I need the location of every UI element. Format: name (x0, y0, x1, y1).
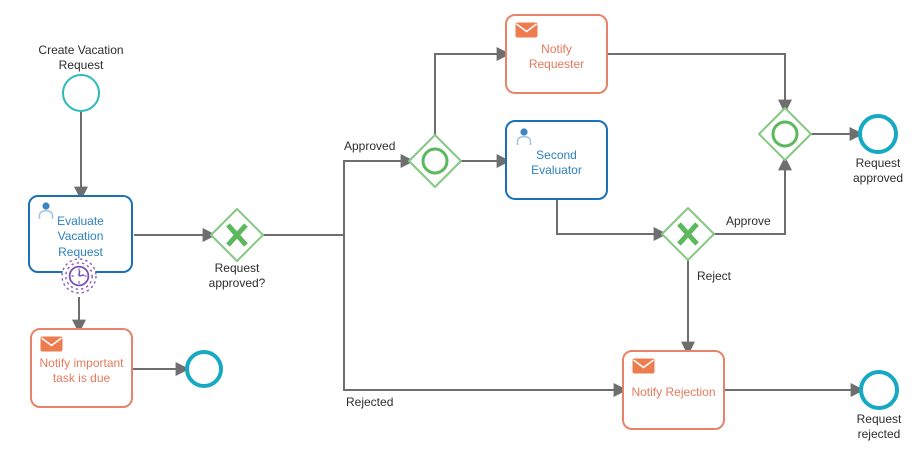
timer-clock-icon (61, 258, 97, 294)
flow-rejected[interactable] (343, 235, 628, 397)
flow-second-evaluator-to-gateway[interactable] (556, 200, 668, 241)
timer-boundary-event[interactable] (59, 256, 99, 296)
label-rejected: Rejected (346, 395, 394, 409)
end-event-request-rejected[interactable] (859, 370, 899, 410)
gateway-request-approved-split[interactable] (210, 208, 264, 262)
flow-notify-requester-to-join[interactable] (608, 53, 792, 114)
task-label: Notify Rejection (631, 385, 716, 400)
x-mark-icon (677, 222, 699, 246)
envelope-icon (515, 22, 538, 42)
flow-approved[interactable] (263, 154, 415, 236)
label-request-approved-question: Request approved? (208, 261, 266, 290)
label-approved: Approved (344, 139, 396, 153)
task-notify-important-task-is-due[interactable]: Notify important task is due (30, 328, 133, 408)
user-icon (36, 201, 56, 224)
label-request-approved: Request approved (852, 156, 904, 185)
circle-icon (421, 147, 449, 175)
envelope-icon (40, 336, 63, 356)
task-notify-rejection[interactable]: Notify Rejection (622, 350, 725, 430)
label-approve: Approve (726, 214, 771, 228)
gateway-approved-parallel-split[interactable] (408, 134, 462, 188)
end-event-request-approved[interactable] (858, 114, 898, 154)
user-icon (514, 127, 534, 150)
flow-to-notify-requester[interactable] (434, 47, 511, 135)
task-label: Notify Requester (528, 41, 585, 71)
task-second-evaluator[interactable]: Second Evaluator (505, 120, 608, 200)
start-event-create-vacation-request[interactable] (62, 74, 100, 112)
label-request-rejected: Request rejected (856, 412, 902, 441)
x-mark-icon (226, 223, 248, 247)
gateway-approve-reject-split[interactable] (661, 207, 715, 261)
envelope-icon (632, 358, 655, 378)
task-label: Evaluate Vacation Request (57, 213, 104, 259)
task-label: Notify important task is due (39, 355, 124, 385)
label-reject: Reject (697, 269, 732, 283)
circle-icon (771, 120, 799, 148)
task-label: Second Evaluator (531, 147, 582, 177)
end-event-task-due[interactable] (185, 350, 223, 388)
task-notify-requester[interactable]: Notify Requester (505, 14, 608, 94)
gateway-approved-join[interactable] (758, 107, 812, 161)
label-create-vacation-request: Create Vacation Request (38, 43, 124, 72)
flow-approve[interactable] (714, 156, 792, 235)
